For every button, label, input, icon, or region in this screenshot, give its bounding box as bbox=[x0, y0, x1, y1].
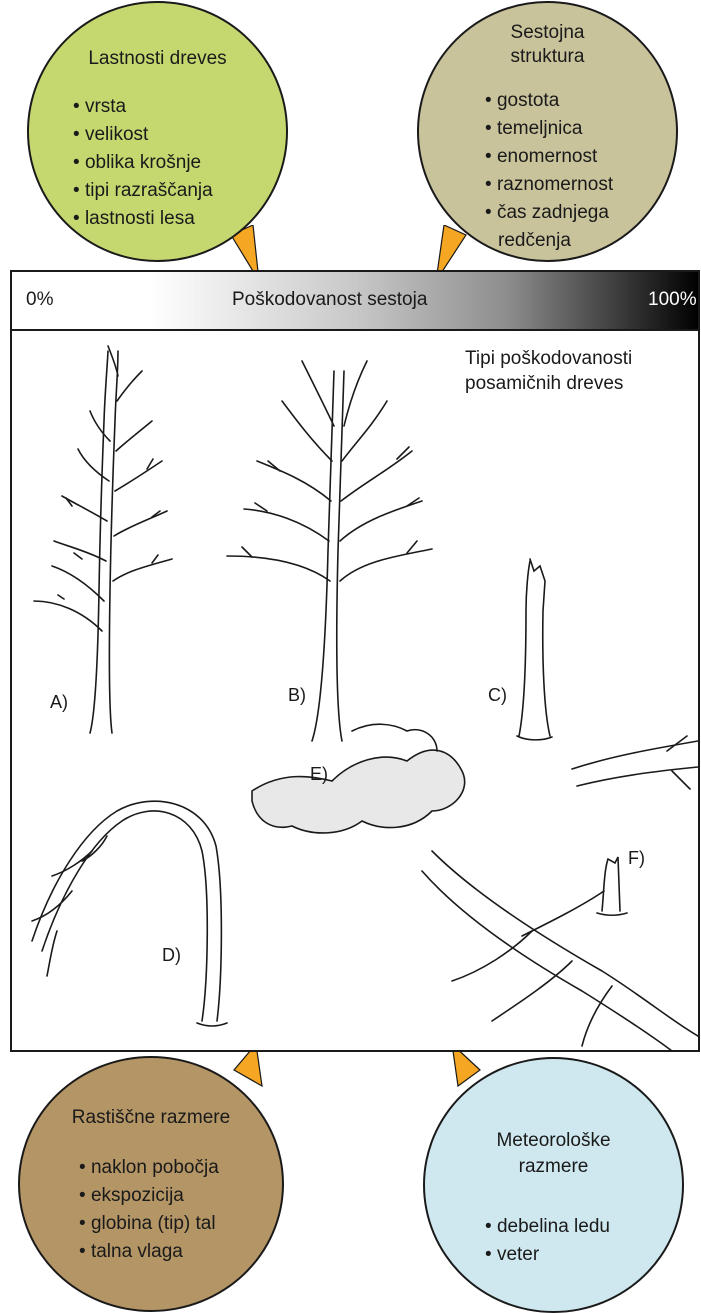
list-item: raznomernost bbox=[485, 171, 613, 199]
list-item: debelina ledu bbox=[485, 1213, 610, 1241]
tree-c-drawing bbox=[517, 559, 552, 740]
list-item: talna vlaga bbox=[79, 1238, 219, 1266]
tree-d-drawing bbox=[32, 801, 227, 1026]
stand-structure-item-cont: redčenja bbox=[498, 229, 571, 253]
bar-label-title: Poškodovanost sestoja bbox=[232, 289, 427, 311]
list-item: veter bbox=[485, 1241, 610, 1269]
tree-properties-title: Lastnosti dreves bbox=[29, 47, 286, 71]
meteorological-bubble: Meteorološke razmere debelina ledu veter bbox=[423, 1057, 684, 1313]
meteorological-title-2: razmere bbox=[425, 1155, 682, 1179]
tree-properties-list: vrsta velikost oblika krošnje tipi razra… bbox=[73, 93, 213, 233]
list-item: ekspozicija bbox=[79, 1182, 219, 1210]
fallen-trunk-c bbox=[572, 736, 698, 789]
site-conditions-bubble: Rastiščne razmere naklon pobočja ekspozi… bbox=[18, 1056, 284, 1312]
list-item: gostota bbox=[485, 87, 613, 115]
bar-label-max: 100% bbox=[648, 289, 697, 311]
stand-structure-title-1: Sestojna bbox=[419, 21, 676, 45]
bar-label-min: 0% bbox=[26, 289, 53, 311]
tree-label-a: A) bbox=[50, 692, 68, 713]
site-conditions-list: naklon pobočja ekspozicija globina (tip)… bbox=[79, 1154, 219, 1266]
list-item: velikost bbox=[73, 121, 213, 149]
tree-label-e: E) bbox=[310, 764, 328, 785]
meteorological-list: debelina ledu veter bbox=[485, 1213, 610, 1269]
site-conditions-title: Rastiščne razmere bbox=[20, 1106, 282, 1130]
stand-structure-list: gostota temeljnica enomernost raznomerno… bbox=[485, 87, 613, 227]
list-item: čas zadnjega bbox=[485, 199, 613, 227]
list-item: naklon pobočja bbox=[79, 1154, 219, 1182]
tree-b-drawing bbox=[227, 361, 432, 741]
list-item: vrsta bbox=[73, 93, 213, 121]
tree-illustrations bbox=[12, 331, 698, 1051]
tree-label-c: C) bbox=[488, 685, 507, 706]
list-item: temeljnica bbox=[485, 115, 613, 143]
tree-a-drawing bbox=[34, 346, 172, 733]
list-item: enomernost bbox=[485, 143, 613, 171]
tree-label-f: F) bbox=[628, 848, 645, 869]
list-item: tipi razraščanja bbox=[73, 177, 213, 205]
damage-panel: 0% Poškodovanost sestoja 100% Tipi poško… bbox=[10, 270, 700, 1052]
stand-structure-title-2: struktura bbox=[419, 45, 676, 69]
list-item: globina (tip) tal bbox=[79, 1210, 219, 1238]
list-item: oblika krošnje bbox=[73, 149, 213, 177]
list-item: lastnosti lesa bbox=[73, 205, 213, 233]
damage-gradient-bar: 0% Poškodovanost sestoja 100% bbox=[12, 272, 698, 331]
tree-f-drawing bbox=[522, 857, 627, 936]
tree-label-d: D) bbox=[162, 945, 181, 966]
stand-structure-bubble: Sestojna struktura gostota temeljnica en… bbox=[417, 1, 678, 262]
tree-properties-bubble: Lastnosti dreves vrsta velikost oblika k… bbox=[27, 1, 288, 262]
meteorological-title-1: Meteorološke bbox=[425, 1129, 682, 1153]
tree-label-b: B) bbox=[288, 685, 306, 706]
